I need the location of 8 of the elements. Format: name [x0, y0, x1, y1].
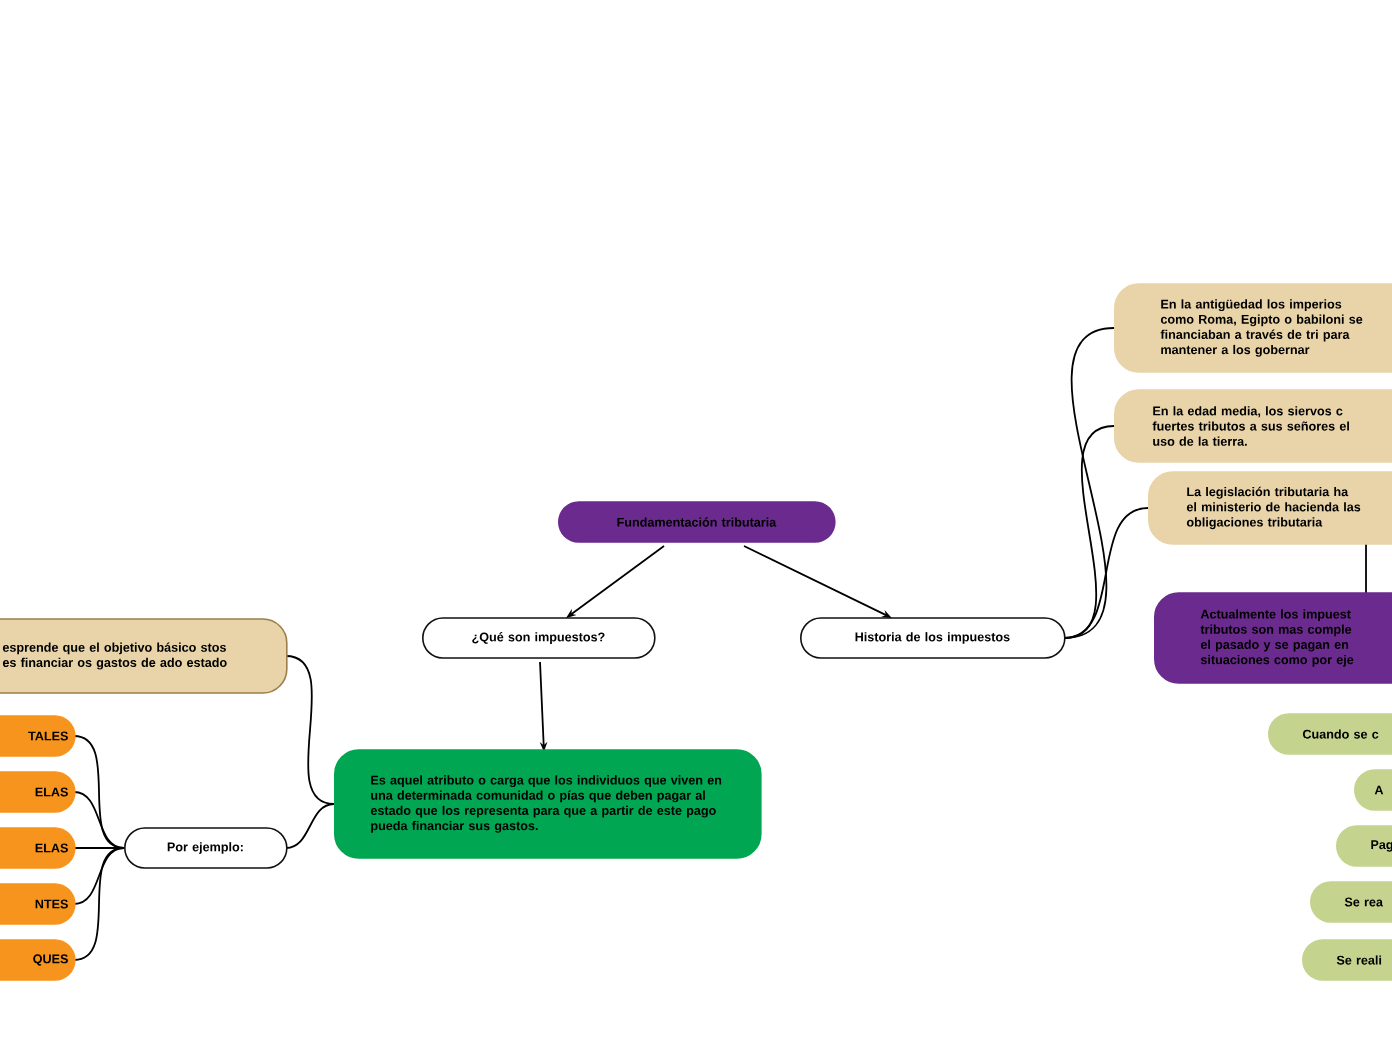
connector [1063, 507, 1149, 639]
connector [1365, 543, 1367, 594]
connector [73, 847, 125, 961]
connector [73, 791, 125, 849]
connector [285, 803, 335, 849]
connector [285, 655, 335, 805]
connector [73, 847, 125, 849]
connector [1063, 327, 1115, 639]
